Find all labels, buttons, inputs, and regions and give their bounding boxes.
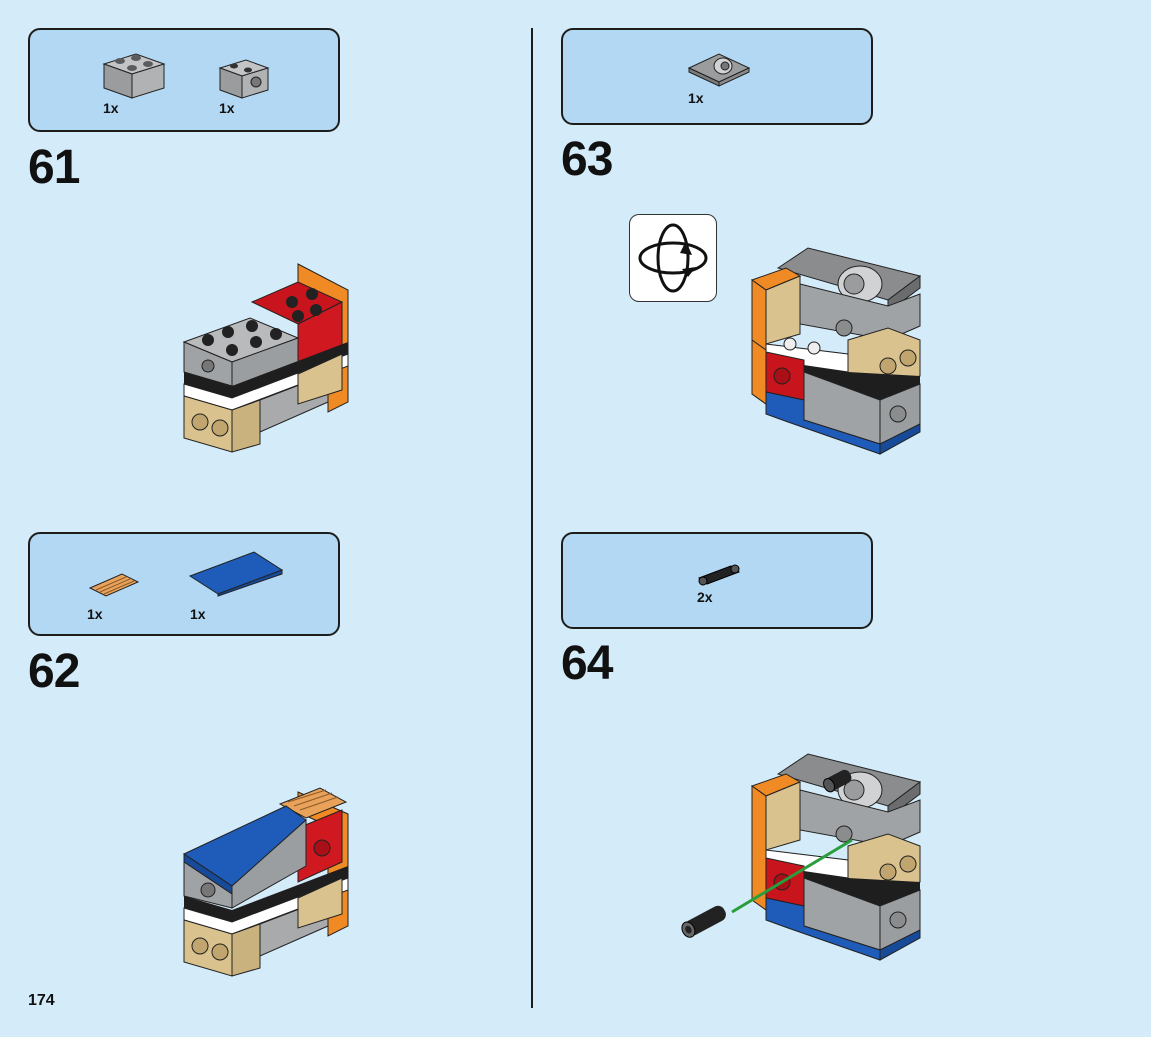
blue-tile-icon [188, 550, 284, 596]
step-number: 63 [561, 136, 612, 184]
part-qty: 1x [190, 606, 206, 622]
grey-brick-2x2-icon [102, 50, 166, 102]
rotate-model-callout [629, 214, 717, 302]
parts-box-step-61: 1x 1x [28, 28, 340, 132]
black-technic-pin-icon [697, 562, 741, 588]
part-qty: 1x [219, 100, 235, 116]
part-qty: 1x [87, 606, 103, 622]
grey-technic-brick-icon [218, 58, 270, 100]
parts-box-step-64: 2x [561, 532, 873, 629]
step-number: 62 [28, 648, 79, 696]
step-number: 61 [28, 144, 79, 192]
model-step-63 [748, 244, 924, 456]
model-step-61 [180, 262, 355, 457]
model-step-64 [676, 750, 926, 960]
column-divider [531, 28, 533, 1008]
step-number: 64 [561, 640, 612, 688]
model-step-62 [180, 786, 355, 981]
page-number: 174 [28, 992, 55, 1010]
part-qty: 1x [103, 100, 119, 116]
tan-grille-tile-icon [88, 568, 140, 600]
grey-plate-with-bearing-icon [687, 50, 751, 88]
parts-box-step-62: 1x 1x [28, 532, 340, 636]
part-qty: 1x [688, 90, 704, 106]
parts-box-step-63: 1x [561, 28, 873, 125]
rotate-model-icon [636, 221, 710, 295]
part-qty: 2x [697, 589, 713, 605]
